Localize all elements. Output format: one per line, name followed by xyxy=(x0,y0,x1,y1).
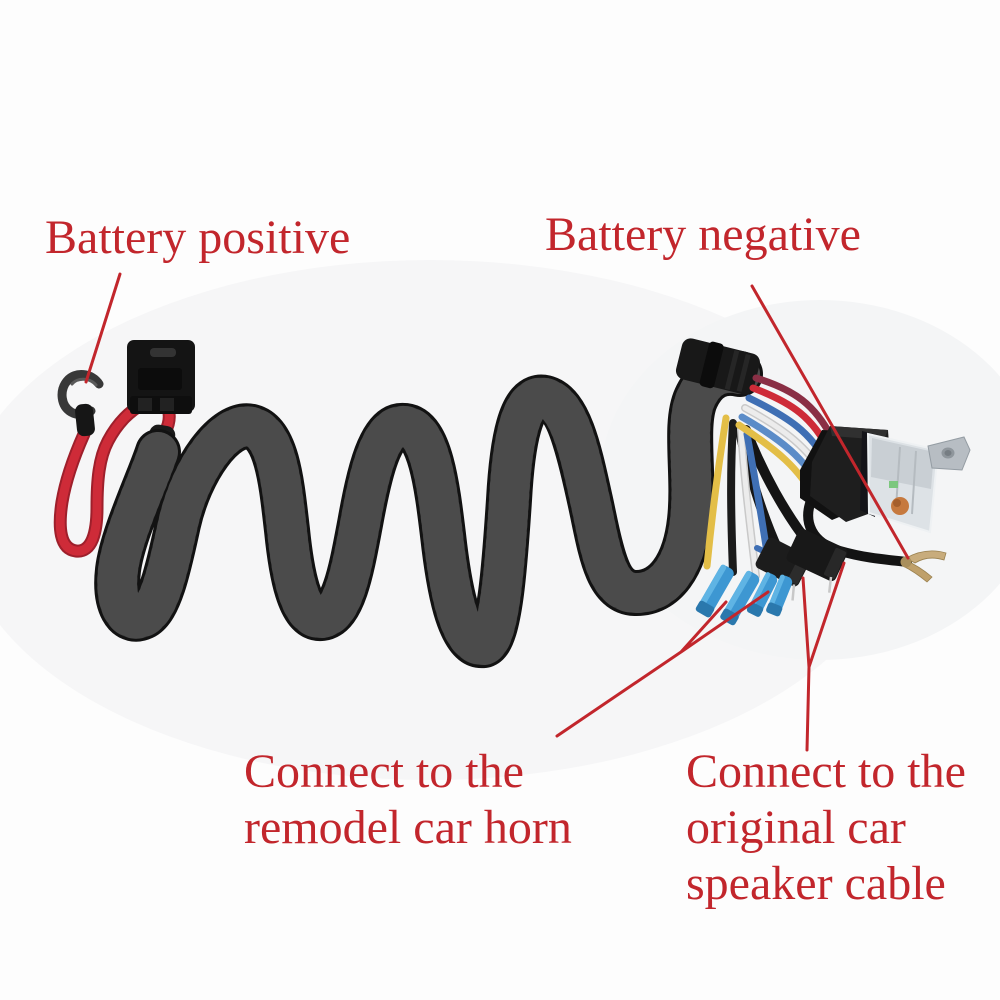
annotation-line-speaker-cable xyxy=(801,561,846,752)
horn-connectors xyxy=(755,528,848,601)
ring-terminal xyxy=(57,370,104,437)
label-battery-negative: Battery negative xyxy=(545,207,861,263)
annotation-lines xyxy=(84,272,910,752)
label-remodel-horn-line1: Connect to the xyxy=(244,745,524,798)
label-speaker-cable-line1: Connect to the xyxy=(686,745,966,798)
label-speaker-cable-line3: speaker cable xyxy=(686,857,946,910)
label-speaker-cable-line2: original car xyxy=(686,801,906,854)
mounting-bracket xyxy=(927,436,971,471)
label-remodel-horn: Connect to the remodel car horn xyxy=(244,744,572,856)
blue-terminal-4 xyxy=(766,574,793,617)
annotation-line-battery-positive xyxy=(84,272,122,384)
annotation-line-battery-negative xyxy=(750,284,910,560)
coil-end-wrap xyxy=(675,338,760,395)
coiled-cable xyxy=(94,349,763,668)
fuse-holder xyxy=(127,340,195,414)
label-battery-positive-text: Battery positive xyxy=(45,211,351,264)
relay-contact-green xyxy=(889,481,898,488)
label-remodel-horn-line2: remodel car horn xyxy=(244,801,572,854)
label-battery-positive: Battery positive xyxy=(45,210,350,266)
blue-terminal-1 xyxy=(695,564,734,618)
annotation-line-remodel-horn xyxy=(555,590,770,738)
fork-terminal xyxy=(900,550,947,583)
horn-connector-right xyxy=(786,528,848,593)
relay-clear-cover xyxy=(866,432,940,534)
label-battery-negative-text: Battery negative xyxy=(545,208,861,261)
relay-coil-copper xyxy=(891,497,909,515)
label-speaker-cable: Connect to the original car speaker cabl… xyxy=(686,744,966,912)
